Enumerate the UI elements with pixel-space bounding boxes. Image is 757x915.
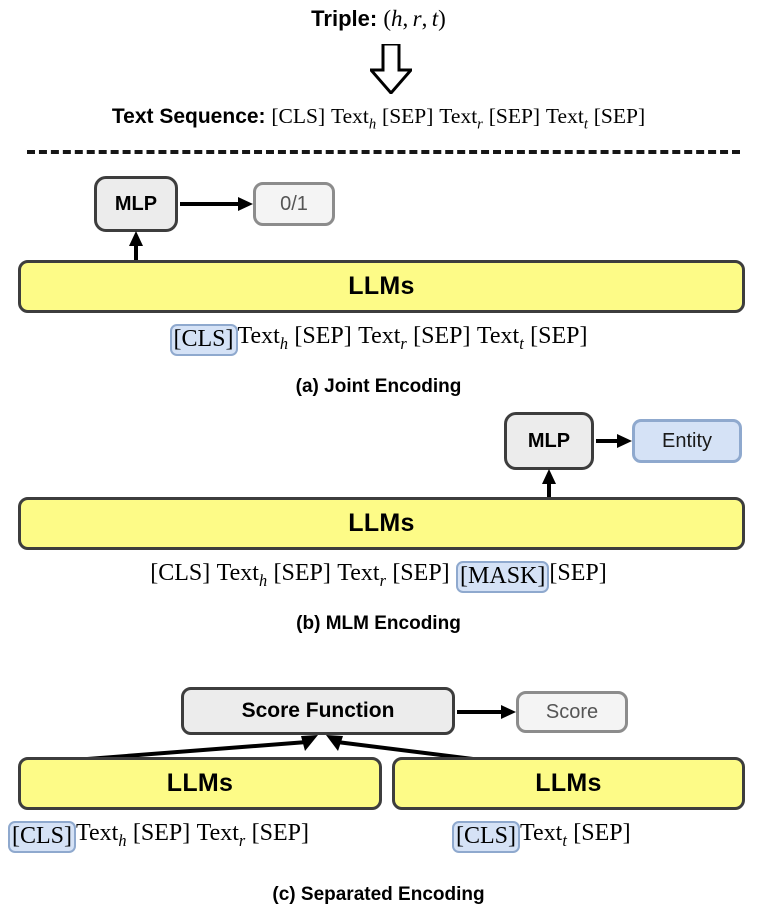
panel-c-caption: (c) Separated Encoding: [272, 884, 485, 905]
triple-var-r: r: [412, 6, 422, 31]
panel-c-right-token-cls[interactable]: [CLS]: [452, 821, 520, 854]
triple-line: Triple: (h, r, t): [0, 6, 757, 32]
token-sep-2: [SEP]: [488, 104, 541, 128]
panel-a-mlp-label: MLP: [114, 192, 158, 215]
panel-a-token-text-r: Textr: [358, 323, 407, 353]
panel-a-llm-bar[interactable]: LLMs: [18, 260, 745, 313]
panel-a-token-text-h: Texth: [237, 323, 288, 353]
token-text-r: Textr: [439, 104, 483, 133]
token-cls: [CLS]: [271, 104, 326, 128]
panel-c-llm-bar-right[interactable]: LLMs: [392, 757, 745, 810]
panel-c-left-token-sep-2: [SEP]: [251, 820, 309, 846]
panel-b-mlp-label: MLP: [527, 429, 571, 452]
triple-paren-close: ): [438, 6, 446, 31]
panel-a-mlp-box[interactable]: MLP: [94, 176, 178, 232]
panel-c-llm-bar-left[interactable]: LLMs: [18, 757, 382, 810]
panel-c-llm-left-label: LLMs: [166, 769, 234, 797]
panel-b-token-mask[interactable]: [MASK]: [456, 561, 550, 594]
panel-b-token-sep-1: [SEP]: [273, 560, 331, 586]
triple-var-t: t: [431, 6, 439, 31]
panel-b-llm-label: LLMs: [348, 509, 415, 537]
panel-b-token-cls: [CLS]: [150, 560, 211, 586]
triple-comma-1: ,: [402, 6, 409, 31]
panel-a-token-text-t: Textt: [476, 323, 524, 353]
panel-c-score-function-label: Score Function: [241, 699, 395, 722]
token-text-t: Textt: [545, 104, 588, 133]
panel-a-token-sep-1: [SEP]: [294, 323, 352, 349]
text-sequence-label: Text Sequence:: [111, 105, 266, 128]
panel-c-token-strip-right: [CLS]Textt [SEP]: [452, 819, 631, 854]
token-text-h: Texth: [330, 104, 377, 133]
panel-b-token-text-h: Texth: [216, 560, 268, 590]
panel-a-caption: (a) Joint Encoding: [295, 376, 462, 397]
dashed-divider: [27, 150, 740, 154]
panel-a-output-box[interactable]: 0/1: [253, 182, 335, 226]
panel-c-left-token-text-h: Texth: [76, 820, 127, 850]
triple-comma-2: ,: [421, 6, 428, 31]
panel-c-token-strip-left: [CLS]Texth [SEP] Textr [SEP]: [8, 819, 309, 854]
panel-b-token-strip: [CLS] Texth [SEP] Textr [SEP] [MASK][SEP…: [0, 559, 757, 594]
panel-c-left-token-cls[interactable]: [CLS]: [8, 821, 76, 854]
triple-var-h: h: [390, 6, 403, 31]
token-sep-1: [SEP]: [382, 104, 434, 128]
panel-c-output-box[interactable]: Score: [516, 691, 628, 733]
triple-label: Triple:: [311, 6, 378, 31]
block-down-arrow-icon: [370, 44, 412, 94]
panel-c-right-token-sep-1: [SEP]: [573, 820, 631, 846]
panel-c-output-label: Score: [545, 700, 599, 723]
panel-c-llm-right-label: LLMs: [535, 769, 602, 797]
panel-b-token-sep-2: [SEP]: [392, 560, 450, 586]
panel-c-left-token-text-r: Textr: [196, 820, 246, 850]
text-sequence-line: Text Sequence: [CLS] Texth [SEP] Textr […: [0, 104, 757, 133]
panel-b-output-label: Entity: [661, 429, 713, 452]
token-sep-3: [SEP]: [593, 104, 646, 128]
panel-a-output-label: 0/1: [280, 192, 308, 215]
panel-b-token-text-r: Textr: [337, 560, 386, 590]
panel-b-output-box[interactable]: Entity: [632, 419, 742, 463]
panel-a-token-sep-3: [SEP]: [530, 323, 588, 349]
panel-b-token-sep-3: [SEP]: [549, 560, 607, 586]
panel-b-mlp-box[interactable]: MLP: [504, 412, 594, 470]
panel-a-token-strip: [CLS]Texth [SEP] Textr [SEP] Textt [SEP]: [0, 322, 757, 357]
panel-b-caption: (b) MLM Encoding: [296, 613, 461, 634]
panel-c-score-function-box[interactable]: Score Function: [181, 687, 455, 735]
panel-a-llm-label: LLMs: [348, 272, 415, 300]
triple-paren-open: (: [383, 6, 391, 31]
panel-b-llm-bar[interactable]: LLMs: [18, 497, 745, 550]
panel-a-token-sep-2: [SEP]: [413, 323, 471, 349]
panel-c-right-token-text-t: Textt: [520, 820, 567, 850]
panel-c-left-token-sep-1: [SEP]: [132, 820, 191, 846]
panel-a-token-cls[interactable]: [CLS]: [169, 324, 238, 357]
